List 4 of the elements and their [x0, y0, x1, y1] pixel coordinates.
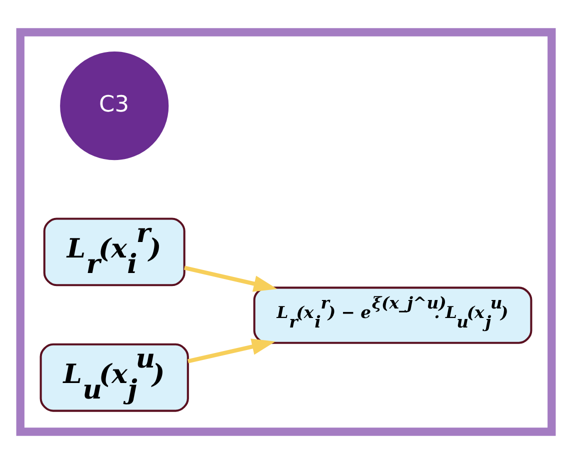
arrow	[188, 338, 276, 364]
node-circle: C3	[60, 52, 169, 160]
arrow	[184, 266, 278, 292]
cluster	[16, 28, 556, 436]
